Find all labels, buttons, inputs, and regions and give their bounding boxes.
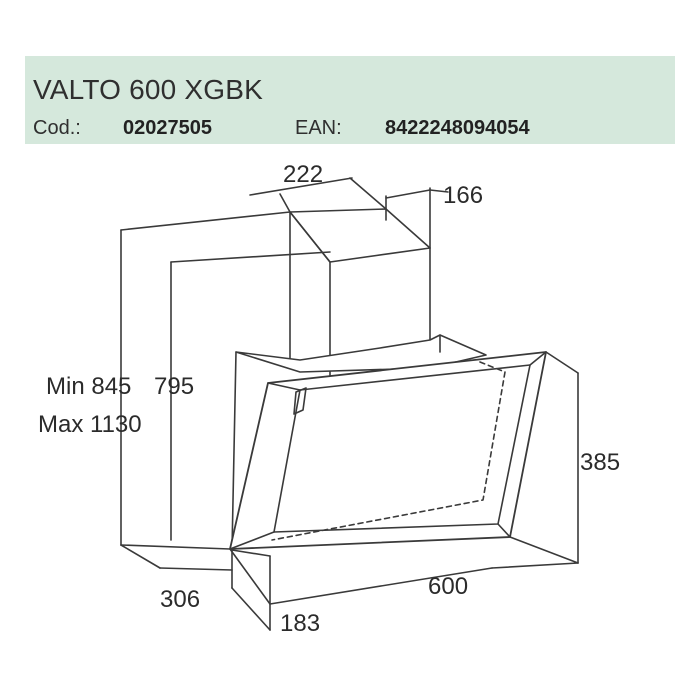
dim-inner-height: 795 bbox=[154, 373, 194, 400]
dim-chimney-width: 222 bbox=[283, 161, 323, 188]
cod-label: Cod.: bbox=[33, 117, 81, 139]
ean-value: 8422248094054 bbox=[385, 117, 530, 139]
dim-body-height: 385 bbox=[580, 449, 620, 476]
product-header: VALTO 600 XGBK Cod.: 02027505 EAN: 84222… bbox=[25, 56, 675, 144]
dimension-lines bbox=[120, 177, 579, 631]
dim-width: 600 bbox=[428, 573, 468, 600]
ean-label: EAN: bbox=[295, 117, 342, 139]
dim-height-max: Max 1130 bbox=[38, 411, 142, 438]
dim-height-min: Min 845 bbox=[46, 373, 131, 400]
canopy bbox=[231, 334, 487, 557]
dimension-labels: 222 166 Min 845 Max 1130 795 385 600 306… bbox=[38, 161, 620, 637]
dim-chimney-depth: 166 bbox=[443, 182, 483, 209]
glass-panel bbox=[229, 351, 547, 550]
dim-base-depth: 183 bbox=[280, 610, 320, 637]
dim-depth: 306 bbox=[160, 586, 200, 613]
cod-value: 02027505 bbox=[123, 117, 212, 139]
model-title: VALTO 600 XGBK bbox=[33, 74, 264, 105]
